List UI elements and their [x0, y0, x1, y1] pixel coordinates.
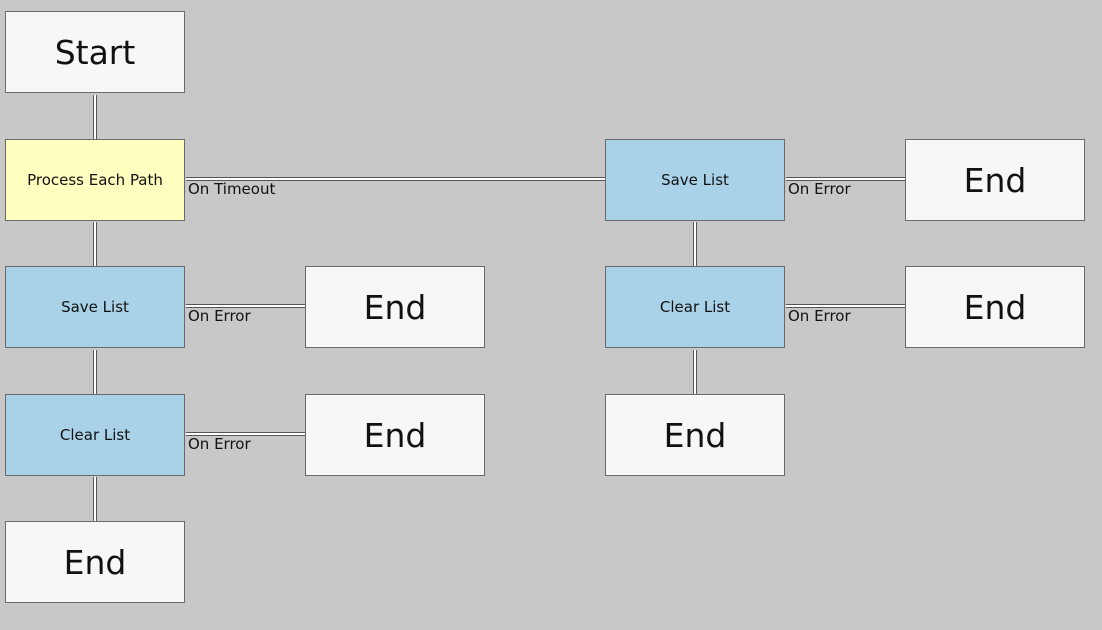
edge-label-left-clear-list-on-error: On Error [188, 435, 251, 453]
clear-list-right-label: Clear List [659, 298, 731, 316]
edge-label-on-timeout: On Timeout [188, 180, 276, 198]
connector-left-save-list-on-error [186, 304, 306, 308]
end-node-left-save-list-error[interactable]: End [305, 266, 485, 348]
end-right-clear-list-error-label: End [963, 287, 1027, 327]
edge-label-right-save-list-on-error: On Error [788, 180, 851, 198]
process-each-path-node[interactable]: Process Each Path [5, 139, 185, 221]
end-node-left-clear-list-error[interactable]: End [305, 394, 485, 476]
save-list-left-label: Save List [61, 298, 129, 316]
connector-on-timeout [186, 177, 606, 181]
save-list-node-left[interactable]: Save List [5, 266, 185, 348]
end-bottom-right-label: End [663, 415, 727, 455]
save-list-right-label: Save List [661, 171, 729, 189]
start-node-label: Start [54, 32, 136, 72]
clear-list-node-left[interactable]: Clear List [5, 394, 185, 476]
connector-right-save-list-on-error [786, 177, 906, 181]
end-left-save-list-error-label: End [363, 287, 427, 327]
end-left-clear-list-error-label: End [363, 415, 427, 455]
end-node-bottom-right[interactable]: End [605, 394, 785, 476]
end-node-right-clear-list-error[interactable]: End [905, 266, 1085, 348]
end-node-right-save-list-error[interactable]: End [905, 139, 1085, 221]
clear-list-left-label: Clear List [59, 426, 131, 444]
connector-left-clear-list-on-error [186, 432, 306, 436]
edge-label-left-save-list-on-error: On Error [188, 307, 251, 325]
end-right-save-list-error-label: End [963, 160, 1027, 200]
process-each-path-label: Process Each Path [27, 171, 163, 189]
connector-start-to-process [93, 95, 97, 140]
connector-right-save-list-to-clear-list [693, 222, 697, 267]
connector-clear-list-to-end [93, 477, 97, 522]
end-bottom-left-label: End [63, 542, 127, 582]
save-list-node-right[interactable]: Save List [605, 139, 785, 221]
connector-right-clear-list-on-error [786, 304, 906, 308]
edge-label-right-clear-list-on-error: On Error [788, 307, 851, 325]
end-node-bottom-left[interactable]: End [5, 521, 185, 603]
clear-list-node-right[interactable]: Clear List [605, 266, 785, 348]
connector-right-clear-list-to-end [693, 350, 697, 395]
connector-save-list-to-clear-list [93, 350, 97, 395]
connector-process-to-save-list [93, 222, 97, 267]
start-node[interactable]: Start [5, 11, 185, 93]
